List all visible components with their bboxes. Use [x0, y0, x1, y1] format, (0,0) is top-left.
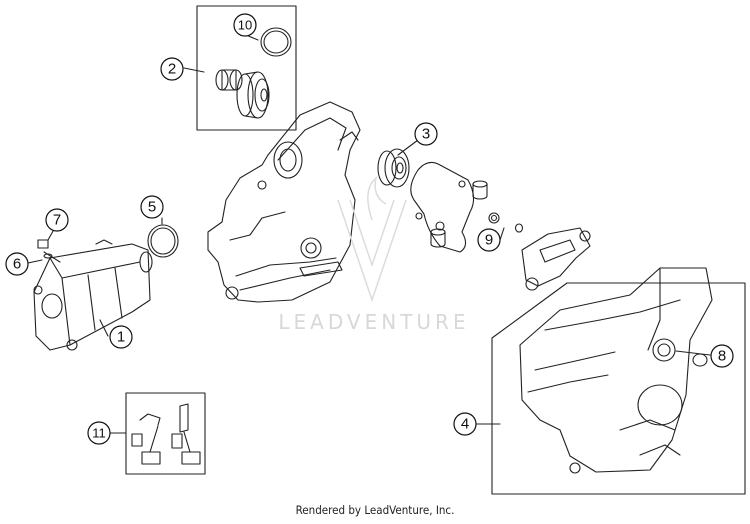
- carbon-brush-kit-part: [131, 403, 201, 465]
- callout-8[interactable]: [710, 344, 734, 368]
- dowel-sleeve-part: [430, 180, 488, 248]
- group-box-starter-drive: [196, 5, 297, 131]
- callout-7[interactable]: [45, 208, 69, 232]
- callout-9[interactable]: [477, 228, 501, 252]
- o-ring-part-2: [147, 224, 179, 258]
- starter-motor-part: [33, 239, 153, 351]
- group-box-clutch-cover: [491, 282, 746, 495]
- callout-8-label: 8: [718, 348, 726, 365]
- starter-idler-gear-part: [215, 69, 270, 119]
- pump-cover-part: [521, 227, 591, 291]
- callout-5[interactable]: [140, 195, 164, 219]
- seal-ring-part: [488, 212, 500, 224]
- ignition-cover-part: [207, 101, 361, 303]
- callout-3[interactable]: [414, 122, 438, 146]
- callout-5-label: 5: [148, 199, 156, 216]
- clutch-cover-part: [519, 267, 713, 474]
- callout-4[interactable]: [453, 412, 477, 436]
- callout-3-label: 3: [422, 126, 430, 143]
- callout-6[interactable]: [5, 252, 29, 276]
- callout-1-label: 1: [117, 329, 125, 346]
- callout-10[interactable]: [233, 13, 257, 37]
- callout-2-label: 2: [168, 61, 176, 78]
- intermediate-gear-part: [377, 148, 410, 188]
- watermark-logo: [337, 175, 407, 303]
- callout-7-label: 7: [53, 212, 61, 229]
- callout-10-label: 10: [238, 18, 252, 33]
- o-ring-part: [260, 27, 292, 57]
- callout-11-label: 11: [92, 426, 106, 441]
- callout-11[interactable]: [87, 421, 111, 445]
- callout-2[interactable]: [160, 57, 184, 81]
- gasket-part: [410, 161, 475, 253]
- callout-9-label: 9: [485, 232, 493, 249]
- watermark-text: LEADVENTURE: [278, 310, 469, 334]
- footer-credit: Rendered by LeadVenture, Inc.: [295, 503, 455, 517]
- callout-1[interactable]: [109, 325, 133, 349]
- callout-6-label: 6: [13, 256, 21, 273]
- callout-4-label: 4: [461, 416, 469, 433]
